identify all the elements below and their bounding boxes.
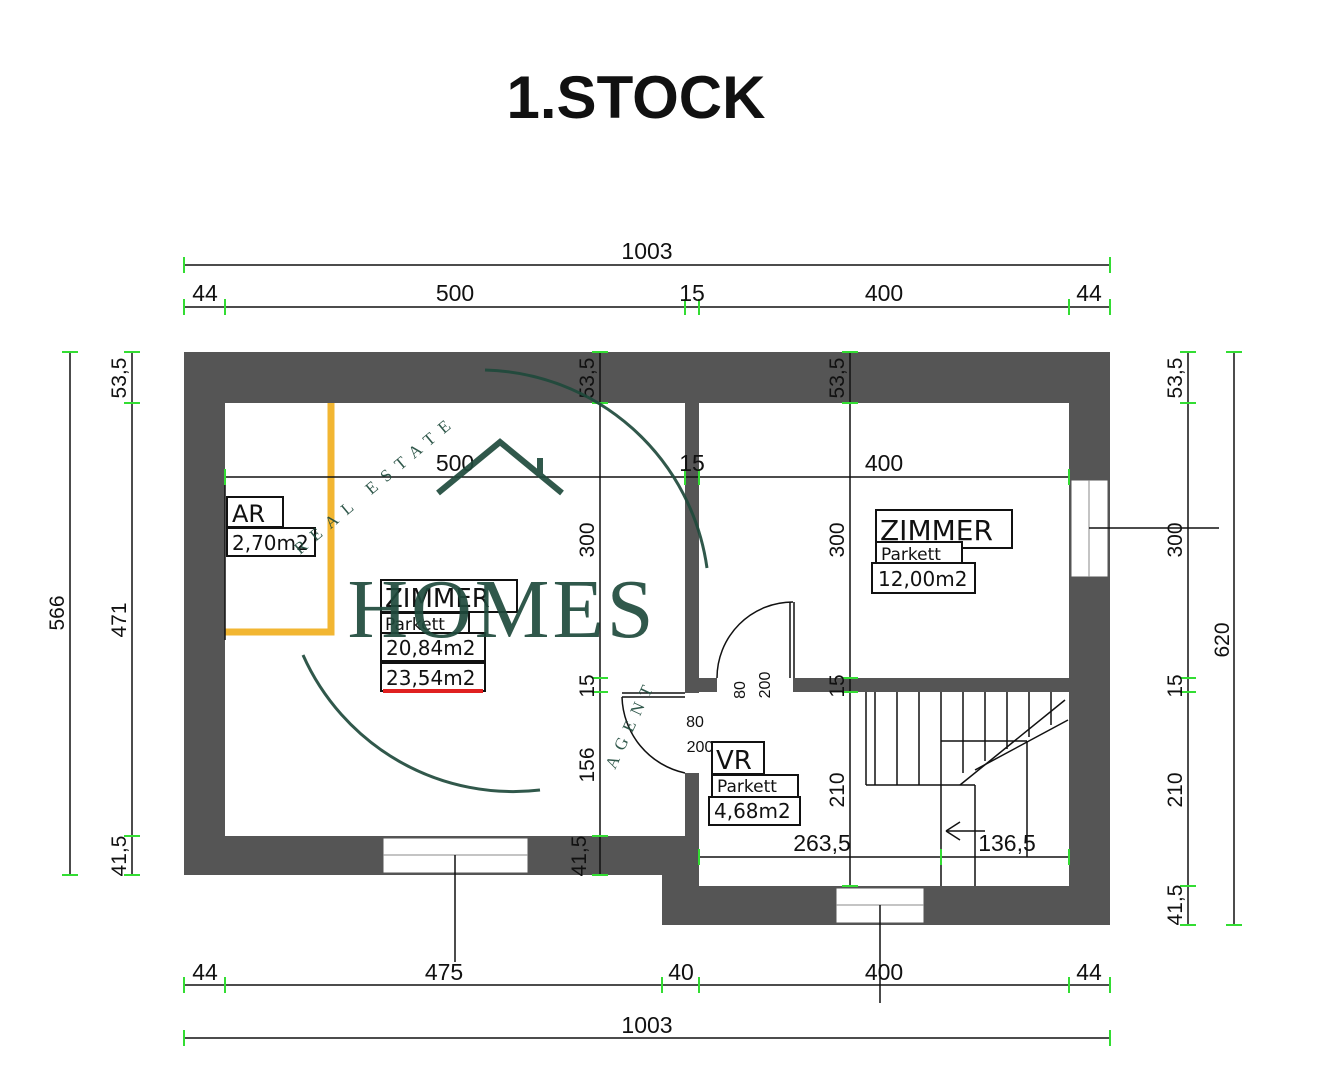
- room-zimmer-1: ZIMMER Parkett 20,84m2 23,54m2: [380, 579, 518, 693]
- watermark-arc-right: [484, 368, 709, 569]
- dim-right-seg-3: 15: [1164, 674, 1187, 697]
- floor-title: 1.STOCK: [507, 64, 766, 131]
- dim-right-seg-1: 53,5: [1164, 358, 1187, 399]
- dim-top-seg-3: 15: [679, 280, 705, 306]
- room-ar: AR 2,70m2: [226, 496, 316, 557]
- dim-a-15: 15: [576, 674, 599, 697]
- dim-bottom-seg-4: 400: [865, 959, 903, 985]
- dim-right-seg-4: 210: [1164, 772, 1187, 807]
- room-zimmer-1-area-total: 23,54m2: [386, 666, 475, 690]
- dim-a-156: 156: [576, 747, 599, 782]
- room-ar-name: AR: [232, 500, 265, 528]
- dim-left-seg-3: 41,5: [108, 836, 131, 877]
- dim-bottom-total: 1003: [621, 1012, 672, 1038]
- room-ar-area: 2,70m2: [232, 531, 309, 555]
- door-swings: [621, 601, 795, 774]
- storage-outline: [225, 403, 335, 636]
- room-vr-area: 4,68m2: [714, 799, 791, 823]
- dim-bottom-seg-1: 44: [192, 959, 218, 985]
- stair-tread: [959, 699, 1066, 786]
- dim-bottom-seg-2: 475: [425, 959, 463, 985]
- door-1-height: 200: [757, 672, 774, 699]
- dim-inner-136: 136,5: [978, 830, 1036, 856]
- dim-b-top: 53,5: [826, 358, 849, 399]
- dim-left-seg-1: 53,5: [108, 358, 131, 399]
- room-zimmer-2-floor: Parkett: [881, 545, 941, 565]
- stair-arrow: [945, 830, 961, 841]
- dim-a-top: 53,5: [576, 358, 599, 399]
- dim-a-300: 300: [576, 522, 599, 557]
- room-zimmer-1-area: 20,84m2: [386, 636, 475, 660]
- dim-left-seg-2: 471: [108, 602, 131, 637]
- dim-right-seg-5: 41,5: [1164, 885, 1187, 926]
- dim-right-total: 620: [1211, 622, 1234, 657]
- door-2-height: 200: [687, 739, 714, 756]
- dim-a-bottom: 41,5: [568, 836, 591, 877]
- door-1-width: 80: [732, 681, 749, 699]
- watermark-arc-left: [301, 654, 541, 794]
- staircase: [865, 692, 1069, 886]
- watermark-brand: HOMES: [347, 563, 656, 656]
- dim-right-seg-2: 300: [1164, 522, 1187, 557]
- dim-inner-500: 500: [436, 450, 474, 476]
- dimension-ticks: [62, 257, 1242, 1046]
- dim-bottom-seg-3: 40: [668, 959, 694, 985]
- room-zimmer-1-floor: Parkett: [385, 615, 445, 635]
- stair-arrow: [945, 821, 961, 832]
- room-zimmer-2: ZIMMER Parkett 12,00m2: [871, 509, 1013, 594]
- room-zimmer-2-area: 12,00m2: [878, 567, 967, 591]
- dim-top-seg-1: 44: [192, 280, 218, 306]
- dim-top-seg-4: 400: [865, 280, 903, 306]
- room-zimmer-1-name: ZIMMER: [385, 584, 490, 614]
- dimension-lines: [69, 264, 1235, 1039]
- dim-left-total: 566: [46, 595, 69, 630]
- dim-b-300: 300: [826, 522, 849, 557]
- dim-bottom-seg-5: 44: [1076, 959, 1102, 985]
- dim-top-seg-5: 44: [1076, 280, 1102, 306]
- room-vr-name: VR: [716, 746, 752, 776]
- dim-inner-15: 15: [679, 450, 705, 476]
- dim-inner-400: 400: [865, 450, 903, 476]
- dim-b-210: 210: [826, 772, 849, 807]
- room-vr-floor: Parkett: [717, 777, 777, 797]
- dim-top-total: 1003: [621, 238, 672, 264]
- stair-tread: [974, 719, 1069, 771]
- room-vr: VR Parkett 4,68m2: [708, 741, 801, 826]
- dim-inner-263: 263,5: [793, 830, 851, 856]
- dim-top-seg-2: 500: [436, 280, 474, 306]
- door-2-width: 80: [686, 714, 704, 731]
- dim-b-15: 15: [826, 674, 849, 697]
